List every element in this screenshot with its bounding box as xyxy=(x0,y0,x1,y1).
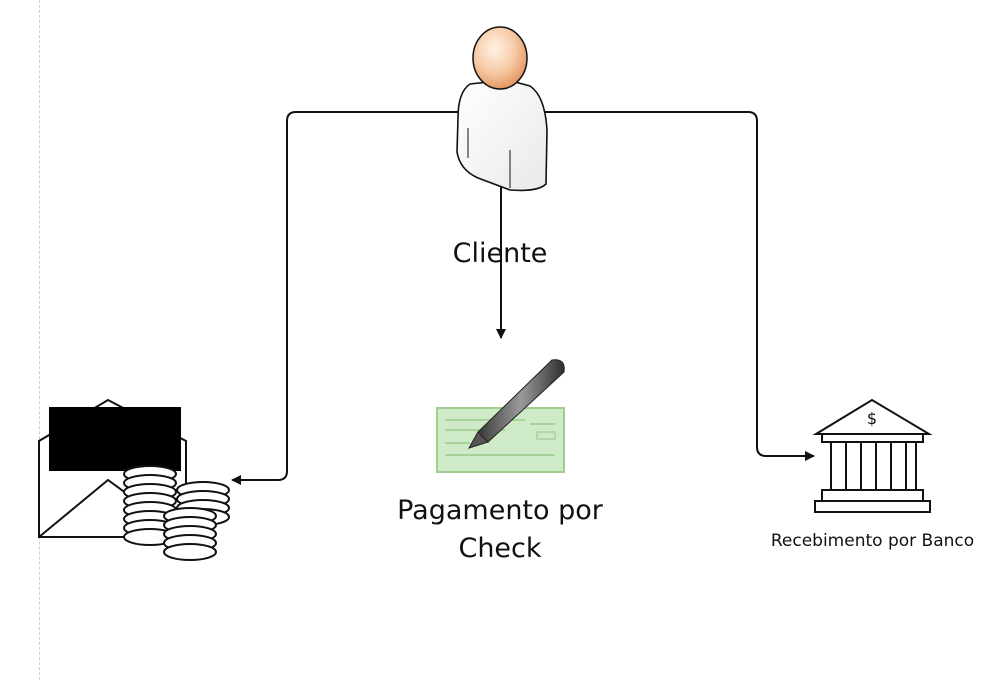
envelope-with-coins-icon xyxy=(38,398,230,561)
connector-client-to-cash xyxy=(231,111,460,485)
check-with-pen-icon xyxy=(436,359,565,473)
check-payment-label-line1: Pagamento por xyxy=(397,495,603,526)
dollar-sign: $ xyxy=(867,409,877,428)
left-guide-line xyxy=(39,0,40,680)
check-payment-label-line2: Check xyxy=(458,533,542,564)
bank-icon: $ xyxy=(812,398,933,513)
bank-receipt-label: Recebimento por Banco xyxy=(770,531,975,551)
check-payment-label: Pagamento por Check xyxy=(360,492,640,568)
person-icon xyxy=(456,26,548,192)
connector-client-to-bank xyxy=(545,111,815,461)
client-label: Cliente xyxy=(452,238,548,269)
